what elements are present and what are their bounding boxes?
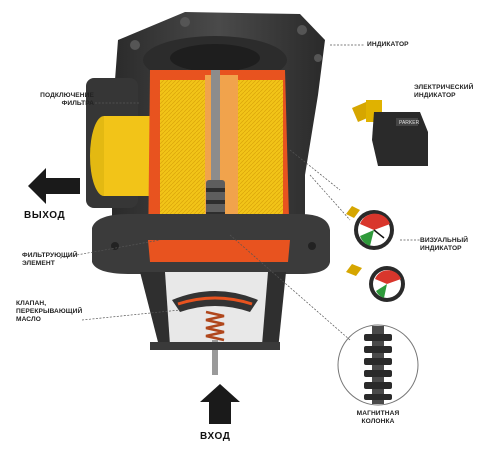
electric-indicator-icon: PARKER [352, 100, 428, 166]
visual-indicator-gauge-2-icon [346, 264, 405, 302]
visual-indicator-label: ВИЗУАЛЬНЫЙ ИНДИКАТОР [420, 237, 469, 252]
housing-flange [92, 214, 330, 274]
magnetic-column-label: МАГНИТНАЯ КОЛОНКА [356, 410, 400, 425]
outlet-arrow-icon [28, 168, 80, 204]
inlet-label: ВХОД [200, 431, 231, 442]
indicator-label: ИНДИКАТОР [367, 41, 409, 48]
magnetic-column-inset [337, 324, 419, 406]
visual-indicator-gauge-icon [346, 206, 394, 250]
leader-lines [59, 44, 420, 341]
lower-bowl [140, 272, 286, 375]
bypass-valve-label: КЛАПАН, ПЕРЕКРЫВАЮЩИЙ МАСЛО [16, 300, 83, 323]
filter-element-label: ФИЛЬТРУЮЩИЙ ЭЛЕМЕНТ [22, 252, 78, 267]
electric-indicator-label: ЭЛЕКТРИЧЕСКИЙ ИНДИКАТОР [414, 84, 474, 99]
inlet-arrow-icon [200, 384, 240, 424]
filter-connection-label: ПОДКЛЮЧЕНИЕ ФИЛЬТРА [40, 92, 94, 107]
outlet-label: ВЫХОД [24, 210, 66, 221]
svg-text:PARKER: PARKER [399, 120, 420, 126]
